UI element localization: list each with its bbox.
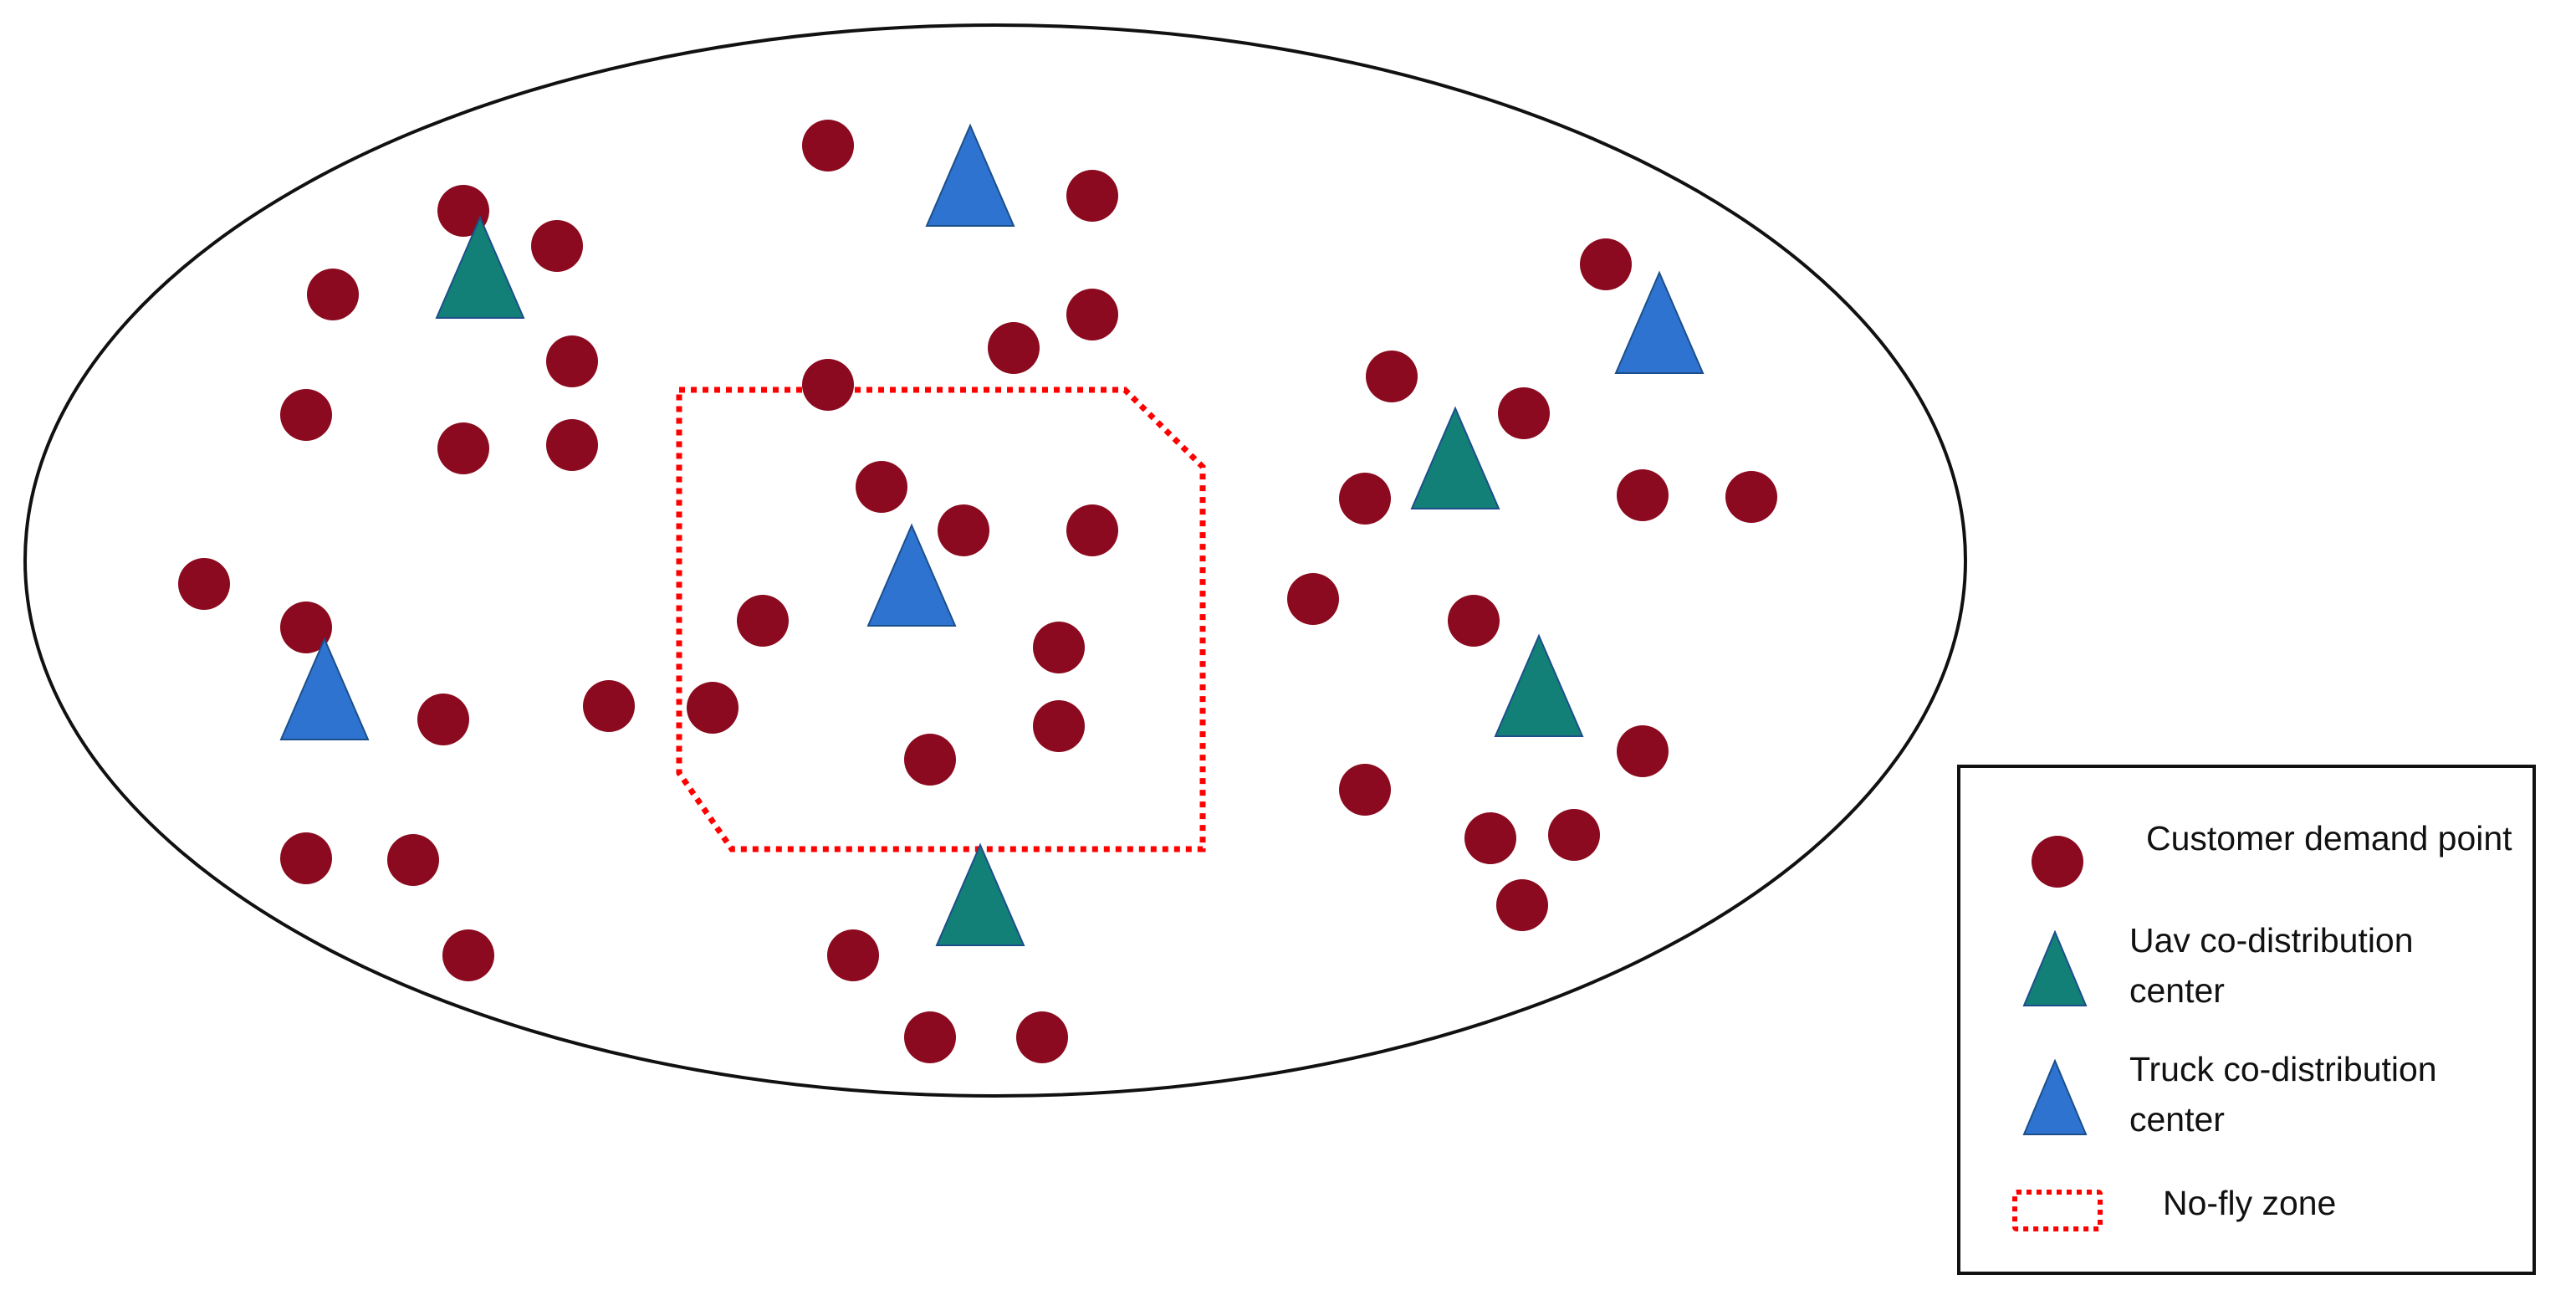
- customer-points: [178, 120, 1777, 1063]
- customer-demand-point: [307, 269, 359, 320]
- customer-demand-point: [1066, 170, 1118, 222]
- customer-demand-point: [1580, 238, 1632, 290]
- customer-demand-point: [583, 680, 635, 732]
- legend-item-truck: Truck co-distribution center: [1960, 1044, 2533, 1144]
- uav-center-icon: [2022, 930, 2088, 1006]
- customer-demand-point: [904, 1011, 956, 1063]
- customer-demand-point: [437, 185, 489, 237]
- truck-centers: [279, 123, 1705, 740]
- customer-demand-point: [280, 832, 332, 884]
- legend-label-nofly: No-fly zone: [2163, 1184, 2337, 1222]
- customer-demand-point: [1339, 473, 1391, 525]
- customer-demand-point: [1033, 700, 1085, 752]
- customer-demand-point: [1448, 595, 1500, 647]
- legend-label-truck: Truck co-distribution center: [2129, 1050, 2437, 1139]
- truck-co-distribution-center: [925, 123, 1015, 227]
- legend-item-customer: Customer demand point: [1960, 810, 2533, 910]
- uav-centers: [435, 215, 1584, 946]
- legend-item-uav: Uav co-distribution center: [1960, 915, 2533, 1016]
- legend: Customer demand point Uav co-distributio…: [1957, 765, 2536, 1275]
- customer-demand-point: [442, 929, 494, 981]
- truck-co-distribution-center: [279, 637, 370, 740]
- uav-co-distribution-center: [1410, 406, 1500, 509]
- customer-demand-point: [1066, 289, 1118, 340]
- customer-demand-point: [417, 694, 469, 745]
- truck-co-distribution-center: [866, 523, 957, 627]
- uav-co-distribution-center: [1494, 633, 1584, 737]
- customer-demand-point: [546, 335, 598, 387]
- customer-demand-point: [387, 834, 439, 886]
- customer-demand-point: [737, 595, 789, 647]
- customer-demand-point: [1617, 469, 1669, 521]
- customer-demand-point: [531, 220, 583, 272]
- truck-co-distribution-center: [1614, 270, 1705, 374]
- customer-demand-point: [437, 422, 489, 474]
- no-fly-zone-icon: [2012, 1190, 2103, 1231]
- customer-demand-point: [280, 601, 332, 653]
- customer-demand-point: [938, 504, 989, 556]
- customer-demand-point: [1366, 351, 1418, 402]
- customer-demand-point: [827, 929, 879, 981]
- customer-point-icon: [2032, 836, 2083, 888]
- customer-demand-point: [1496, 879, 1548, 931]
- no-fly-zone: [676, 386, 1206, 852]
- customer-demand-point: [1464, 812, 1516, 864]
- customer-demand-point: [1016, 1011, 1068, 1063]
- uav-co-distribution-center: [935, 842, 1025, 946]
- legend-label-customer: Customer demand point: [2146, 819, 2512, 857]
- customer-demand-point: [687, 682, 739, 734]
- customer-demand-point: [1498, 387, 1550, 439]
- customer-demand-point: [546, 419, 598, 471]
- truck-center-icon: [2022, 1059, 2088, 1135]
- customer-demand-point: [1033, 622, 1085, 673]
- customer-demand-point: [802, 359, 854, 411]
- legend-label-uav: Uav co-distribution center: [2129, 921, 2414, 1010]
- customer-demand-point: [988, 322, 1040, 374]
- customer-demand-point: [1617, 725, 1669, 777]
- customer-demand-point: [802, 120, 854, 171]
- customer-demand-point: [1725, 471, 1777, 523]
- customer-demand-point: [1066, 504, 1118, 556]
- service-area-boundary: [23, 23, 1967, 1098]
- customer-demand-point: [280, 389, 332, 441]
- customer-demand-point: [178, 558, 230, 610]
- customer-demand-point: [904, 734, 956, 786]
- uav-co-distribution-center: [435, 215, 525, 319]
- customer-demand-point: [856, 461, 907, 513]
- customer-demand-point: [1339, 764, 1391, 816]
- customer-demand-point: [1548, 809, 1600, 861]
- customer-demand-point: [1287, 573, 1339, 625]
- legend-item-nofly: No-fly zone: [1960, 1166, 2533, 1250]
